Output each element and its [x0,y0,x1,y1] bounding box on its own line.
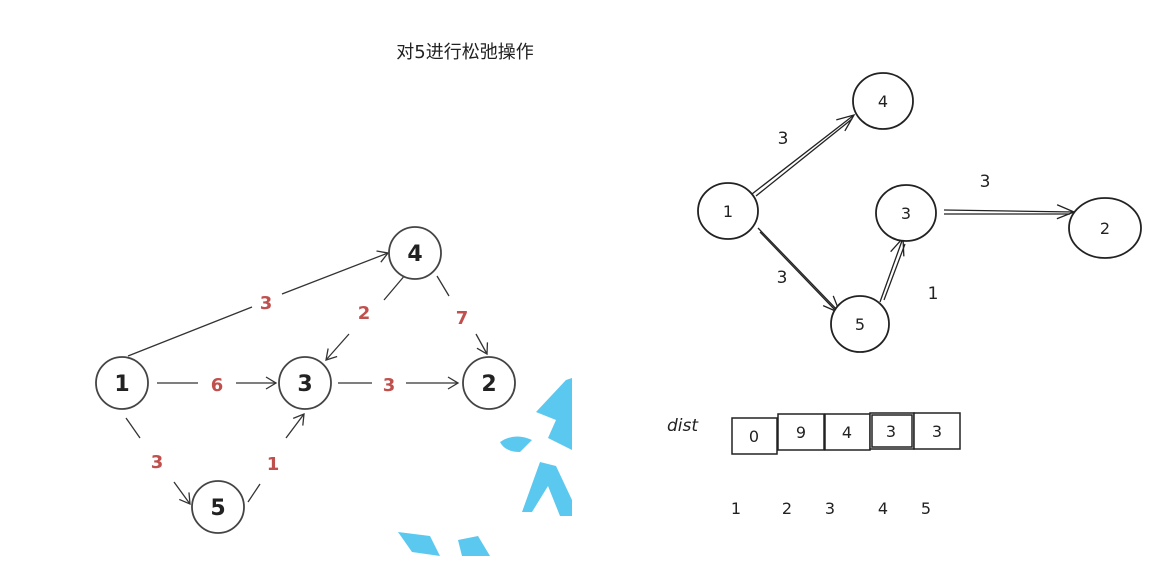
right-node-3-label: 3 [901,204,911,223]
left-node-5 [191,480,245,534]
dist-array: dist 0 9 4 3 3 1 2 3 4 5 [667,412,961,518]
left-edge-1-5b [173,481,191,506]
left-edge-4-2a [436,275,450,297]
left-node-3 [278,356,332,410]
dist-cell-3 [824,413,871,451]
left-weight-1-5: 3 [151,452,164,473]
watermark [398,378,572,556]
right-node-5-label: 5 [855,315,865,334]
left-edge-4-2b [475,333,489,356]
left-node-4-label: 4 [407,242,422,267]
left-edge-1-4a [127,306,253,357]
right-node-1-label: 1 [723,202,733,221]
left-weight-1-3: 6 [211,375,224,396]
left-node-1 [95,356,149,410]
dist-cell-1 [731,417,778,455]
left-node-2-label: 2 [481,372,496,397]
dist-value-2: 9 [796,423,806,442]
right-edge-1-4 [751,113,856,195]
dist-value-4: 3 [886,422,896,441]
left-node-2 [462,356,516,410]
right-weight-1-5: 3 [777,268,788,288]
right-weight-1-4: 3 [778,129,789,149]
dist-cell-5 [913,412,961,450]
right-weight-3-2: 3 [980,172,991,192]
right-node-4 [852,72,914,130]
left-edge-1-4b [281,250,390,295]
right-edge-1-5 [757,227,842,315]
right-node-2 [1068,197,1142,259]
left-node-5-label: 5 [210,496,225,521]
left-weight-5-3: 1 [267,454,280,475]
left-edge-1-5a [125,417,141,439]
left-node-4 [388,226,442,280]
right-node-3 [875,184,937,242]
right-node-5 [830,295,890,353]
left-node-1-label: 1 [114,372,129,397]
left-edge-5-3b [285,412,305,439]
dist-value-1: 0 [749,427,759,446]
left-edge-4-3b [325,333,350,361]
dist-index-2: 2 [782,499,792,518]
left-edge-4-3a [383,273,407,301]
left-weight-4-2: 7 [456,308,469,329]
left-weight-1-4: 3 [260,293,273,314]
right-graph: 1 4 3 2 5 3 3 3 1 [697,72,1142,353]
dist-index-4: 4 [878,499,888,518]
right-node-1 [697,182,759,240]
right-weight-5-3: 1 [928,284,939,304]
left-edge-5-3a [247,483,261,503]
right-edge-3-2 [943,204,1076,220]
dist-value-3: 4 [842,423,852,442]
dist-index-5: 5 [921,499,931,518]
left-node-3-label: 3 [297,372,312,397]
left-graph: 3 2 7 6 3 3 1 1 4 3 2 5 [95,226,516,534]
right-node-2-label: 2 [1100,219,1110,238]
right-node-4-label: 4 [878,92,888,111]
left-weight-3-2: 3 [383,375,396,396]
dist-index-1: 1 [731,499,741,518]
dist-cell-2 [777,413,825,451]
dist-value-5: 3 [932,422,942,441]
page-title: 对5进行松弛操作 [396,42,534,63]
dist-label: dist [667,416,699,436]
dist-index-3: 3 [825,499,835,518]
left-weight-4-3: 2 [358,303,371,324]
right-edge-5-3 [879,236,905,303]
